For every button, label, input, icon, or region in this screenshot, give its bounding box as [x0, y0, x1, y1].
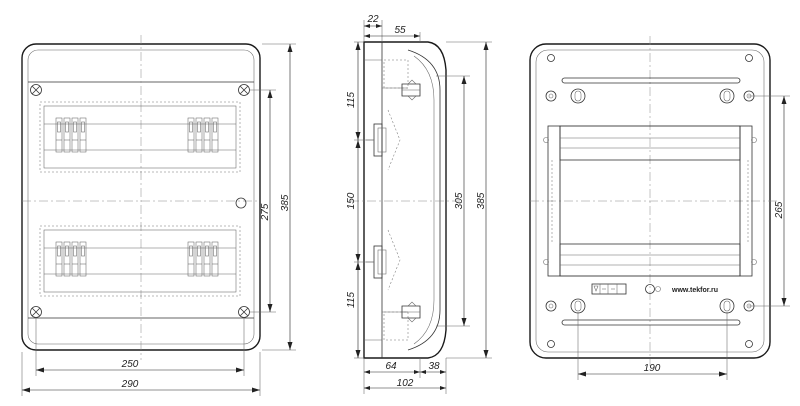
dim-385-front-label: 385: [280, 194, 291, 211]
dim-275-label: 275: [260, 203, 271, 221]
back-screws: [545, 90, 755, 312]
front-screw-tl: [30, 84, 42, 96]
dim-side-right: 305 385: [436, 41, 492, 359]
dim-190: 190: [577, 312, 728, 380]
back-ground-symbol: [645, 284, 661, 294]
dim-290-label: 290: [121, 379, 139, 390]
front-view: 275 385 250 290: [21, 35, 296, 396]
back-din-rail-bottom: [559, 243, 741, 277]
dim-305-label: 305: [454, 192, 465, 209]
dim-385-front: 385: [262, 43, 296, 351]
back-slot-top: [561, 77, 741, 84]
back-slot-bottom: [561, 319, 741, 326]
dim-250-label: 250: [121, 359, 139, 370]
dim-290: 290: [21, 352, 261, 396]
front-screw-br: [238, 306, 250, 318]
dim-115-bottom-label: 115: [346, 292, 357, 308]
back-mount-holes: [547, 54, 753, 348]
front-row-top: [39, 101, 241, 173]
back-keyholes: [570, 88, 735, 314]
dim-55-label: 55: [394, 25, 406, 36]
dim-265-label: 265: [774, 201, 785, 219]
back-website-label: www.tekfor.ru: [671, 287, 718, 294]
dim-265: 265: [748, 95, 790, 307]
front-screw-tr: [238, 84, 250, 96]
dim-115-top-label: 115: [346, 92, 357, 108]
front-door-lock: [235, 197, 247, 209]
dim-side-bottom: 64 38 102: [363, 358, 447, 394]
back-symbol-panel: [591, 283, 627, 295]
side-hinge-top: [401, 79, 421, 101]
back-view: www.tekfor.ru 265 190: [529, 36, 790, 380]
dim-250: 250: [35, 318, 245, 376]
front-row-bottom: [39, 225, 241, 297]
dim-38-label: 38: [428, 361, 440, 372]
dim-385-side-label: 385: [476, 192, 487, 209]
dim-side-left: 115 150 115: [346, 41, 374, 359]
side-view: 22 55 115 150 115: [346, 14, 492, 394]
front-screw-bl: [30, 306, 42, 318]
back-din-rail-top: [559, 125, 741, 161]
dim-150-label: 150: [346, 192, 357, 209]
dim-190-label: 190: [644, 363, 661, 374]
dim-275: 275: [250, 89, 276, 313]
back-din-frame: [543, 125, 757, 277]
side-housing-outline: [363, 41, 447, 359]
dim-64-label: 64: [385, 361, 397, 372]
dim-102-label: 102: [397, 378, 414, 389]
dim-side-top: 22 55: [363, 14, 421, 42]
side-hinge-bottom: [401, 301, 421, 323]
dim-22-label: 22: [366, 14, 379, 25]
